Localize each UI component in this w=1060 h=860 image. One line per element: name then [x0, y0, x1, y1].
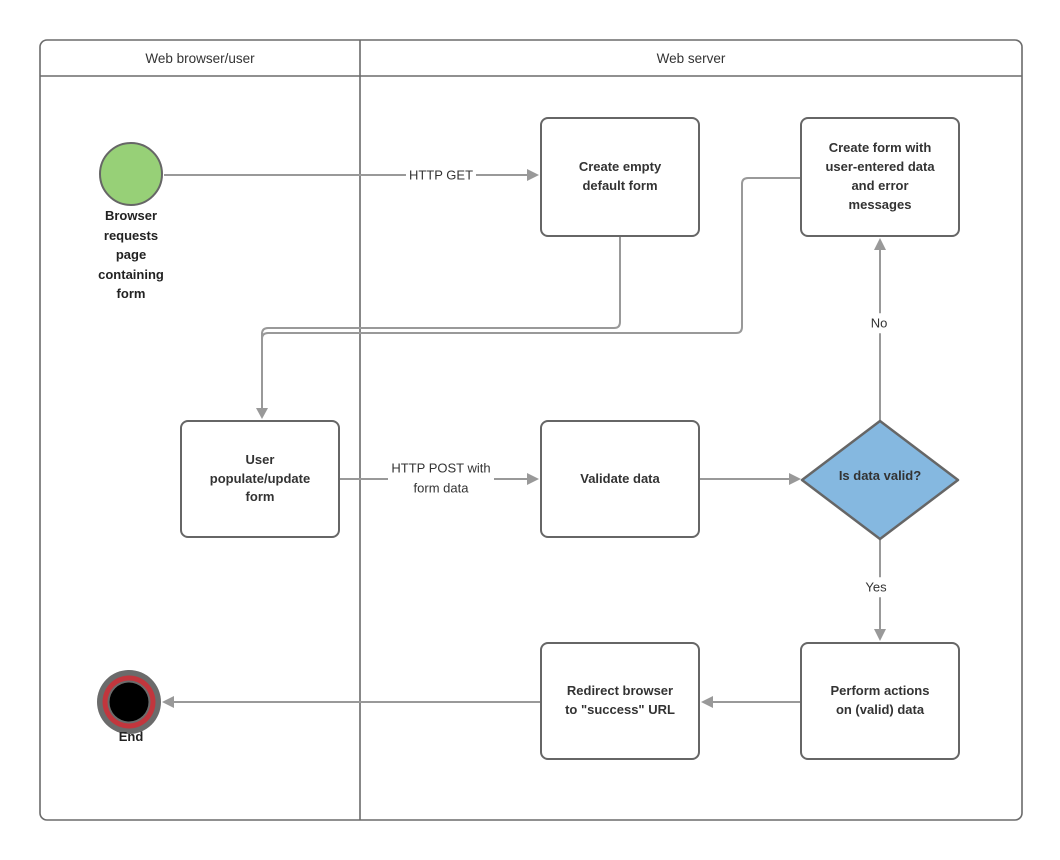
node-validate-data[interactable]: Validate data	[540, 420, 700, 538]
arrowhead-into-validate	[527, 473, 539, 485]
edge-create-form-to-user	[261, 177, 800, 348]
edge-label-http-post-with-form-data[interactable]: HTTP POST with form data	[388, 458, 494, 498]
decision-diamond[interactable]	[800, 419, 960, 541]
node-label: Create form with user-entered data and e…	[825, 140, 935, 212]
swimlane-pool	[39, 39, 1023, 821]
node-perform-actions-on-valid-data[interactable]: Perform actions on (valid) data	[800, 642, 960, 760]
end-node-core	[109, 682, 149, 722]
lane-title-web-browser-user: Web browser/user	[145, 50, 255, 66]
node-label: Redirect browser to "success" URL	[565, 683, 675, 717]
node-label: User populate/update form	[209, 451, 311, 505]
edge-label-yes[interactable]: Yes	[862, 577, 890, 597]
arrowhead-into-create-empty	[527, 169, 539, 181]
lane-title-web-server: Web server	[656, 50, 726, 66]
edge-label-http-get[interactable]: HTTP GET	[405, 165, 477, 185]
node-label: Create empty default form	[578, 159, 662, 193]
end-node[interactable]	[97, 670, 161, 734]
arrowhead-into-user	[256, 408, 268, 419]
edge-label-no[interactable]: No	[867, 313, 891, 333]
decision-label-is-data-valid: Is data valid?	[838, 468, 922, 483]
arrowhead-no-into-create-form	[874, 238, 886, 250]
arrowheads	[162, 169, 886, 708]
end-node-caption: End	[118, 729, 144, 744]
node-user-populate-update-form[interactable]: User populate/update form	[180, 420, 340, 538]
node-create-form-with-errors[interactable]: Create form with user-entered data and e…	[800, 117, 960, 237]
node-redirect-browser-to-success-url[interactable]: Redirect browser to "success" URL	[540, 642, 700, 760]
arrowhead-yes-into-perform	[874, 629, 886, 641]
pool-outline	[39, 39, 1023, 821]
arrowhead-into-end	[162, 696, 174, 708]
node-label: Validate data	[580, 470, 660, 486]
arrowhead-into-redirect	[701, 696, 713, 708]
node-create-empty-default-form[interactable]: Create empty default form	[540, 117, 700, 237]
node-label: Perform actions on (valid) data	[830, 683, 930, 717]
start-node[interactable]	[99, 142, 163, 206]
start-node-caption: Browser requests page containing form	[98, 208, 164, 301]
edge-create-empty-to-user	[261, 237, 621, 409]
arrowhead-into-decision	[789, 473, 801, 485]
